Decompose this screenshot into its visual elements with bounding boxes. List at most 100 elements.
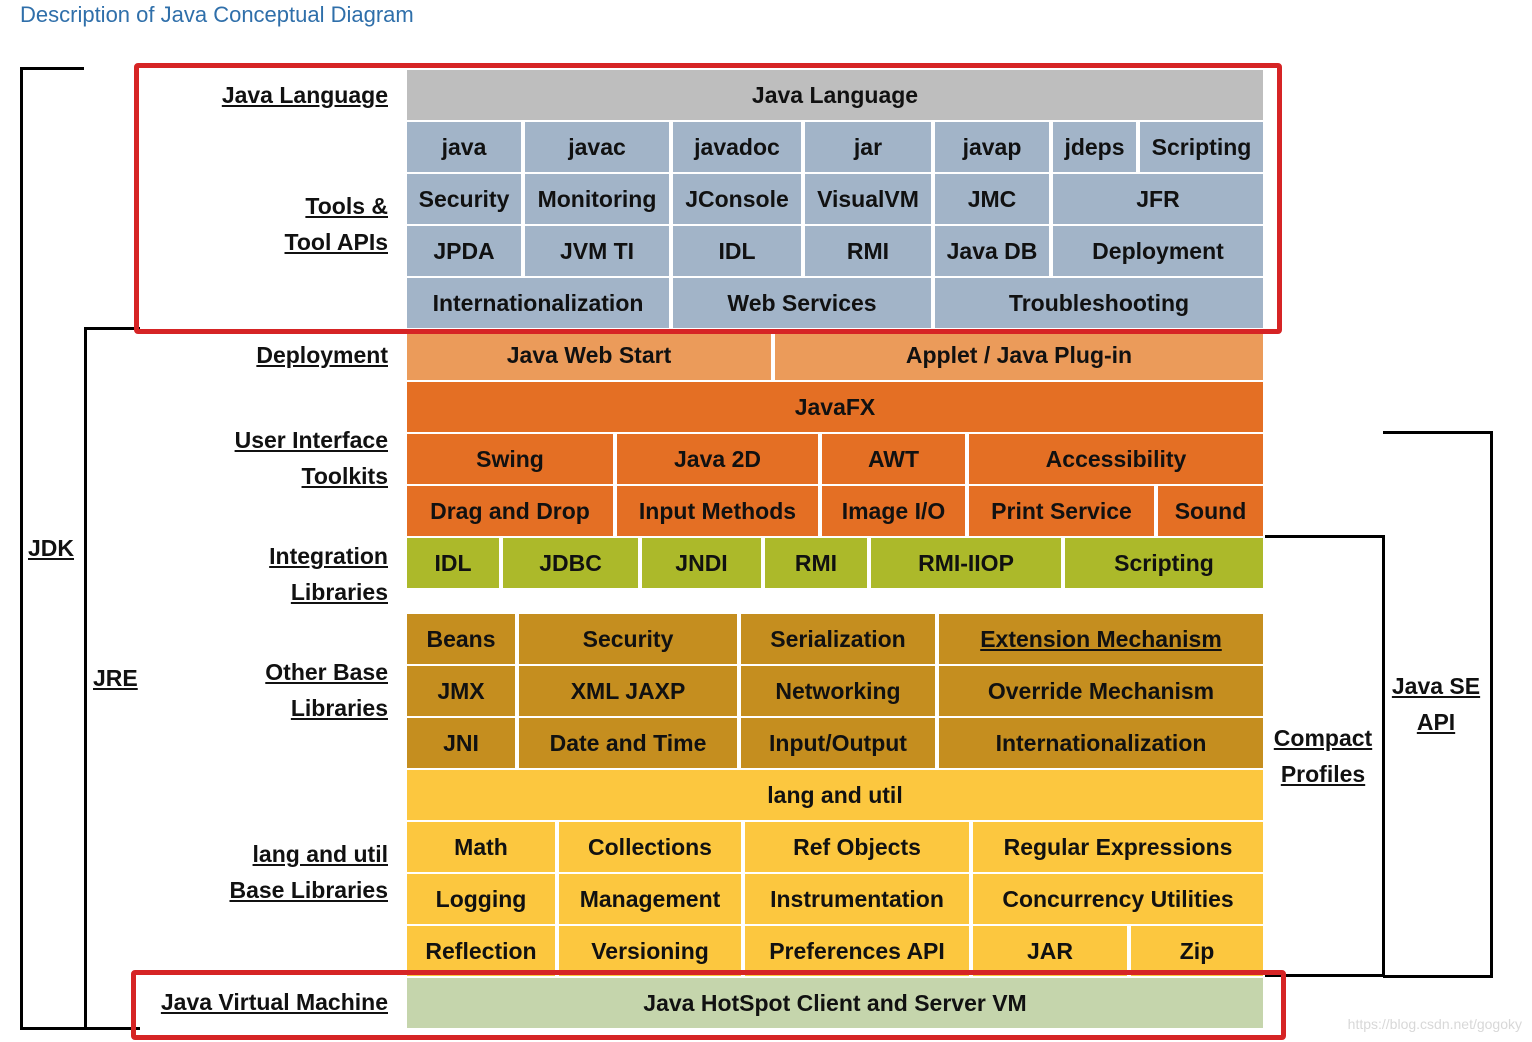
cell-int-scripting: Scripting [1065,538,1263,588]
cell-tool-jmc: JMC [935,174,1049,224]
cell-java-web-start: Java Web Start [407,330,771,380]
java-se-api-line-2: API [1416,709,1456,735]
cell-tool-webservices: Web Services [673,278,931,328]
row-label-integration[interactable]: Integration Libraries [269,538,388,610]
cell-tool-scripting: Scripting [1140,122,1263,172]
cell-preferences-api: Preferences API [745,926,969,976]
cell-tool-javap: javap [935,122,1049,172]
cell-tool-security: Security [407,174,521,224]
cell-versioning: Versioning [559,926,741,976]
cell-drag-and-drop: Drag and Drop [407,486,613,536]
cell-swing: Swing [407,434,613,484]
cell-serialization: Serialization [741,614,935,664]
row-label-integration-line-1: Integration [269,543,388,569]
cell-jmx: JMX [407,666,515,716]
cell-awt: AWT [822,434,965,484]
cell-java-language: Java Language [407,70,1263,120]
compact-bracket-top [1265,535,1385,538]
cell-java2d: Java 2D [617,434,818,484]
row-label-jvm[interactable]: Java Virtual Machine [161,984,388,1020]
cell-beans: Beans [407,614,515,664]
cell-int-rmi-iiop: RMI-IIOP [871,538,1061,588]
jdk-bracket-top [20,67,84,70]
cell-applet-plugin: Applet / Java Plug-in [775,330,1263,380]
cell-extension-mechanism[interactable]: Extension Mechanism [939,614,1263,664]
cell-tool-idl: IDL [673,226,801,276]
cell-jvm: Java HotSpot Client and Server VM [407,978,1263,1028]
cell-override-mechanism: Override Mechanism [939,666,1263,716]
cell-tool-javadb: Java DB [935,226,1049,276]
jre-bracket-top [84,327,140,330]
row-label-ui-toolkits[interactable]: User Interface Toolkits [235,422,388,494]
cell-tool-rmi: RMI [805,226,931,276]
cell-tool-monitoring: Monitoring [525,174,669,224]
cell-reflection: Reflection [407,926,555,976]
cell-int-rmi: RMI [765,538,867,588]
cell-int-jdbc: JDBC [503,538,638,588]
highlight-box-bottom [131,970,1286,1040]
javase-bracket-bottom [1383,975,1493,978]
cell-tool-jpda: JPDA [407,226,521,276]
row-label-other-base[interactable]: Other Base Libraries [265,654,388,726]
row-label-deployment[interactable]: Deployment [256,337,388,373]
cell-security: Security [519,614,737,664]
jdk-bracket-bottom [20,1027,140,1030]
cell-tool-jar: jar [805,122,931,172]
compact-bracket-vertical [1382,535,1385,977]
compact-profiles-label[interactable]: Compact Profiles [1268,720,1378,792]
cell-sound: Sound [1158,486,1263,536]
row-label-tools-line-2: Tool APIs [284,229,389,255]
page-title: Description of Java Conceptual Diagram [20,2,414,27]
cell-image-io: Image I/O [822,486,965,536]
cell-logging: Logging [407,874,555,924]
cell-management: Management [559,874,741,924]
cell-tool-troubleshooting: Troubleshooting [935,278,1263,328]
row-label-java-language-text: Java Language [221,82,388,108]
jdk-bracket-vertical [20,67,23,1030]
cell-tool-deployment: Deployment [1053,226,1263,276]
compact-profiles-line-2: Profiles [1280,761,1366,787]
cell-collections: Collections [559,822,741,872]
jdk-label-text: JDK [28,535,75,561]
jre-label-text: JRE [93,665,138,691]
row-label-lang-util[interactable]: lang and util Base Libraries [229,836,388,908]
cell-concurrency-utilities: Concurrency Utilities [973,874,1263,924]
highlight-box-top [134,63,1282,334]
cell-print-service: Print Service [969,486,1154,536]
java-se-api-line-1: Java SE [1391,673,1481,699]
jre-label[interactable]: JRE [93,660,138,696]
row-label-integration-line-2: Libraries [290,579,388,605]
cell-tool-jfr: JFR [1053,174,1263,224]
javase-bracket-vertical [1490,431,1493,978]
cell-networking: Networking [741,666,935,716]
cell-jar: JAR [973,926,1127,976]
row-label-java-language[interactable]: Java Language [222,77,388,113]
cell-tool-visualvm: VisualVM [805,174,931,224]
cell-input-output: Input/Output [741,718,935,768]
row-label-tools[interactable]: Tools & Tool APIs [285,188,389,260]
cell-xml-jaxp: XML JAXP [519,666,737,716]
row-label-lang-line-1: lang and util [252,841,388,867]
cell-tool-java: java [407,122,521,172]
compact-profiles-line-1: Compact [1273,725,1373,751]
watermark: https://blog.csdn.net/gogoky [1347,1016,1522,1032]
cell-input-methods: Input Methods [617,486,818,536]
java-se-api-label[interactable]: Java SE API [1386,668,1486,740]
cell-lang-and-util: lang and util [407,770,1263,820]
cell-math: Math [407,822,555,872]
cell-javafx: JavaFX [407,382,1263,432]
jdk-label[interactable]: JDK [28,530,74,566]
cell-internationalization: Internationalization [939,718,1263,768]
cell-tool-internationalization: Internationalization [407,278,669,328]
cell-tool-jconsole: JConsole [673,174,801,224]
compact-bracket-bottom [1265,974,1385,977]
row-label-jvm-text: Java Virtual Machine [160,989,388,1015]
cell-int-idl: IDL [407,538,499,588]
cell-zip: Zip [1131,926,1263,976]
row-label-other-line-2: Libraries [290,695,388,721]
cell-instrumentation: Instrumentation [745,874,969,924]
javase-bracket-top [1383,431,1493,434]
row-label-tools-line-1: Tools & [305,193,388,219]
cell-tool-jvmti: JVM TI [525,226,669,276]
cell-jni: JNI [407,718,515,768]
